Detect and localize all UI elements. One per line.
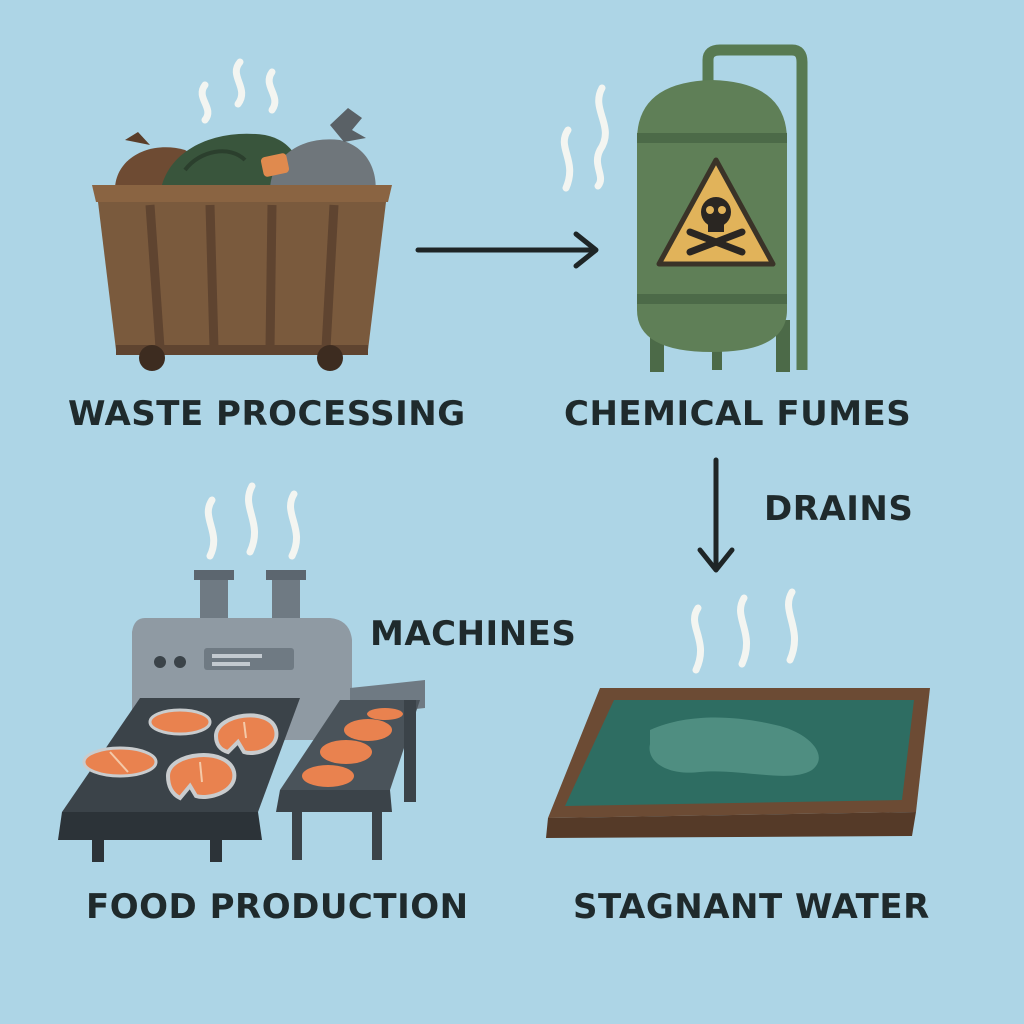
fish-slice	[165, 753, 237, 801]
steam-icon	[204, 482, 300, 560]
fish-slice	[82, 746, 158, 778]
label-machines: MACHINES	[370, 614, 577, 654]
label-stagnant-water: STAGNANT WATER	[573, 887, 930, 927]
fish-processing-machine-icon	[58, 482, 425, 862]
steam-icon	[691, 588, 798, 674]
label-drains: DRAINS	[764, 489, 914, 529]
chemical-tank-icon	[560, 44, 808, 372]
dumpster-icon	[92, 58, 392, 371]
stagnant-pool-icon	[546, 588, 930, 838]
steam-icon	[560, 84, 609, 192]
arrow-chemical-to-water	[697, 457, 735, 573]
label-chemical-fumes: CHEMICAL FUMES	[564, 394, 912, 434]
steam-icon	[198, 58, 279, 124]
label-food-production: FOOD PRODUCTION	[86, 887, 469, 927]
skull-crossbones-icon	[656, 157, 776, 267]
arrow-waste-to-chemical	[415, 231, 599, 269]
fish-slice	[148, 708, 212, 736]
fish-slice	[213, 713, 279, 755]
label-waste-processing: WASTE PROCESSING	[68, 394, 466, 434]
